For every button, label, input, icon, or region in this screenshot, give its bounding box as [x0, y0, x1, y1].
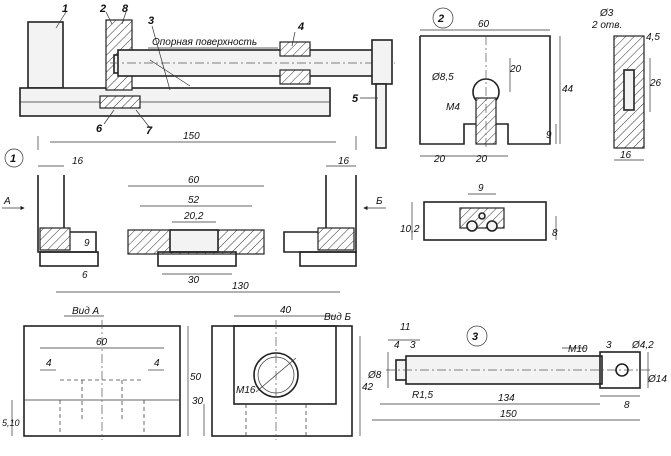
dim-p3-r15: R1,5 [412, 390, 434, 401]
dim-vb-m16: M16 [236, 385, 256, 396]
part1-view [2, 136, 386, 293]
dim-p2-44: 44 [562, 84, 574, 95]
view-a [11, 315, 189, 440]
arrow-a-label: А [3, 196, 11, 207]
part8-view [613, 35, 651, 161]
part2-number: 2 [437, 13, 444, 25]
view-b-title: Вид Б [324, 312, 352, 323]
dim-p2-m4: M4 [446, 102, 460, 113]
view-b [203, 315, 361, 440]
dim-p3-d8: Ø8 [367, 370, 382, 381]
dim-52: 52 [188, 195, 200, 206]
dim-p3-134: 134 [498, 393, 515, 404]
assembly-view [19, 11, 395, 149]
dim-p2-hole: Ø8,5 [431, 72, 454, 83]
dim-p2-9: 9 [546, 130, 552, 141]
dim-60: 60 [188, 175, 200, 186]
dim-16-right: 16 [338, 156, 350, 167]
dim-p3-150: 150 [500, 409, 517, 420]
dim-p2-60: 60 [478, 19, 490, 30]
callout-7: 7 [146, 125, 153, 137]
dim-p3-3b: 3 [606, 340, 612, 351]
dim-va-5-10: 5,10 [2, 418, 20, 428]
dim-sec-9: 9 [478, 183, 484, 194]
dim-vb-42: 42 [362, 382, 374, 393]
dim-p2-20a: 20 [433, 154, 446, 165]
dim-p8-26: 26 [649, 78, 662, 89]
dim-va-4l: 4 [46, 358, 52, 369]
dim-16-left: 16 [72, 156, 84, 167]
dim-p3-d14: Ø14 [647, 374, 667, 385]
part3-view [372, 325, 650, 421]
view-a-title: Вид А [72, 306, 100, 317]
dim-sec-8: 8 [552, 228, 558, 239]
callout-6: 6 [96, 123, 103, 135]
dim-p3-m10: M10 [568, 344, 588, 355]
dim-va-50: 50 [190, 372, 202, 383]
dim-p8-holes: 2 отв. [591, 20, 622, 31]
callout-4: 4 [297, 21, 304, 33]
dim-6: 6 [82, 270, 88, 281]
dim-20-2: 20,2 [183, 211, 204, 222]
dim-va-4r: 4 [154, 358, 160, 369]
dim-vb-40: 40 [280, 305, 292, 316]
part3-number: 3 [472, 331, 478, 343]
part2-section-view [411, 193, 557, 241]
part2-view [419, 7, 561, 157]
dim-p2-20b: 20 [475, 154, 488, 165]
callout-1: 1 [62, 3, 68, 15]
arrow-b-label: Б [376, 196, 383, 207]
dim-p3-4: 4 [394, 340, 400, 351]
dim-vb-30: 30 [192, 396, 204, 407]
callout-3: 3 [148, 15, 154, 27]
dim-sec-10-2: 10,2 [400, 224, 420, 235]
dim-p8-hole: Ø3 [599, 8, 614, 19]
dim-p8-16: 16 [620, 150, 632, 161]
callout-8: 8 [122, 3, 129, 15]
dim-9: 9 [84, 238, 90, 249]
part1-number: 1 [10, 153, 16, 165]
dim-p3-11: 11 [400, 322, 410, 333]
dim-p3-8: 8 [624, 400, 630, 411]
dim-p3-d42: Ø4,2 [631, 340, 654, 351]
callout-5: 5 [352, 93, 359, 105]
dim-p2-20v: 20 [509, 64, 522, 75]
dim-130: 130 [232, 281, 249, 292]
dim-30: 30 [188, 275, 200, 286]
callout-2: 2 [99, 3, 106, 15]
dim-150: 150 [183, 131, 200, 142]
dim-p8-45: 4,5 [646, 32, 660, 43]
support-surface-note: Опорная поверхность [152, 37, 257, 48]
dim-p3-3: 3 [410, 340, 416, 351]
dim-va-60: 60 [96, 337, 108, 348]
